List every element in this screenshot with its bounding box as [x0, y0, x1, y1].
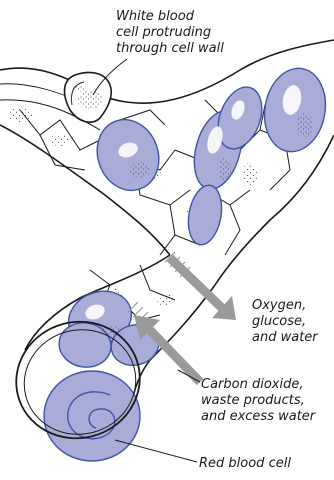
wall-stippling: [8, 103, 310, 306]
label-red-blood-cell: Red blood cell: [199, 456, 291, 472]
label-line: Carbon dioxide,: [201, 377, 315, 393]
leader-rbc: [115, 440, 197, 462]
label-line: through cell wall: [116, 41, 224, 57]
label-line: cell protruding: [116, 25, 224, 41]
label-outgoing-substances: Oxygen, glucose, and water: [252, 298, 318, 346]
label-incoming-substances: Carbon dioxide, waste products, and exce…: [201, 377, 315, 425]
label-line: Red blood cell: [199, 456, 291, 472]
label-line: and water: [252, 330, 318, 346]
red-blood-cell: [184, 183, 226, 248]
label-line: waste products,: [201, 393, 315, 409]
label-line: White blood: [116, 9, 224, 25]
outgoing-arrow: [165, 252, 236, 320]
label-line: Oxygen,: [252, 298, 318, 314]
label-white-blood-cell: White blood cell protruding through cell…: [116, 9, 224, 57]
label-line: and excess water: [201, 409, 315, 425]
label-line: glucose,: [252, 314, 318, 330]
